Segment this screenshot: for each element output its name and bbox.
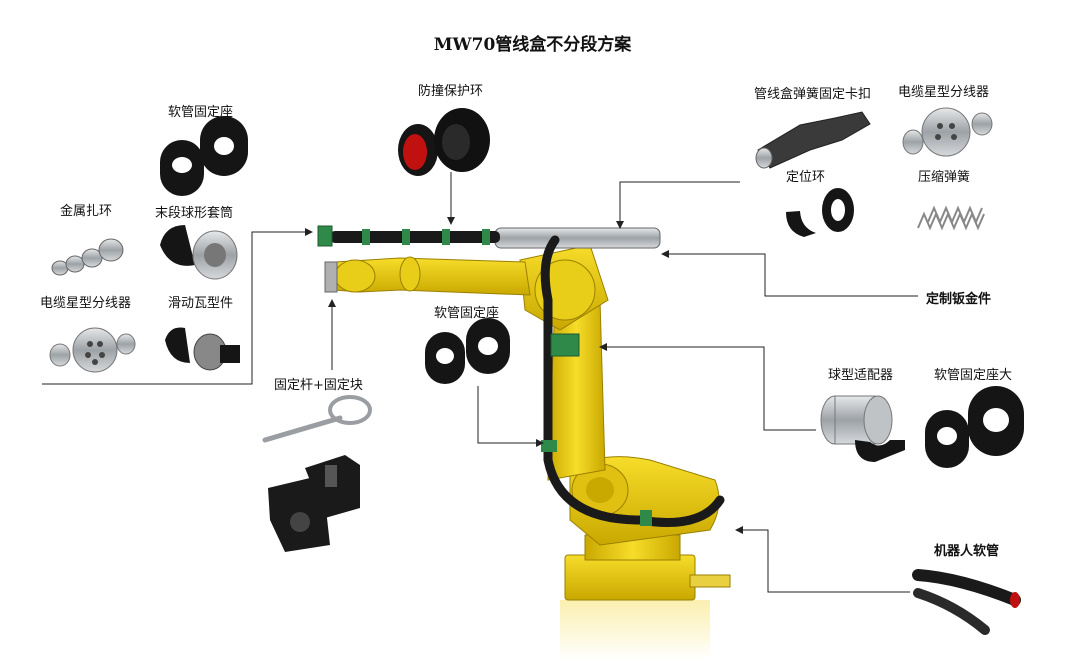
end-ball-sleeve-illustration	[160, 225, 238, 280]
label-soft-tube-seat-mid: 软管固定座	[434, 306, 500, 321]
ball-adapter-illustration	[820, 395, 905, 462]
robot-dress-hose	[540, 235, 725, 527]
cable-star-splitter-right-illustration	[902, 107, 993, 157]
label-soft-tube-seat-large: 软管固定座大	[934, 368, 1013, 383]
arrow-ball-adapter	[599, 343, 816, 431]
hose-box-spring-clip-illustration	[755, 111, 871, 169]
robot-base	[564, 554, 696, 601]
label-fixing-rod-block: 固定杆+固定块	[274, 378, 363, 393]
fixing-rod-block-illustration	[262, 395, 372, 552]
robot-reflection	[560, 600, 710, 660]
arrow-soft-tube-seat-mid	[477, 386, 544, 447]
compression-spring-illustration	[917, 205, 985, 231]
label-ball-adapter: 球型适配器	[828, 368, 894, 383]
label-hose-box-spring-clip: 管线盒弹簧固定卡扣	[754, 87, 872, 102]
anti-collision-ring-illustration	[398, 108, 490, 176]
metal-clamp-ring-illustration	[51, 238, 124, 276]
label-compression-spring: 压缩弹簧	[918, 170, 971, 185]
label-end-ball-sleeve: 末段球形套筒	[155, 206, 234, 221]
soft-tube-seat-large-illustration	[925, 386, 1024, 468]
label-metal-clamp-ring: 金属扎环	[60, 204, 113, 219]
label-positioning-ring: 定位环	[786, 170, 826, 185]
sliding-tile-illustration	[165, 327, 240, 371]
arrow-custom-sheet-metal	[661, 250, 918, 297]
robot-sheet-metal	[494, 227, 661, 249]
soft-tube-seat-top-illustration	[160, 116, 248, 196]
label-cable-star-splitter-left: 电缆星型分线器	[40, 296, 132, 311]
page-title: MW70管线盒不分段方案	[433, 35, 632, 55]
callout-lines	[42, 172, 918, 593]
label-cable-star-splitter-right: 电缆星型分线器	[898, 85, 990, 100]
label-custom-sheet-metal: 定制钣金件	[926, 292, 992, 307]
robot-hose-illustration	[912, 569, 1021, 635]
robot-top-hose	[330, 231, 500, 243]
label-sliding-tile: 滑动瓦型件	[168, 296, 234, 311]
arrow-left-group	[42, 228, 313, 385]
arrow-spring-clip	[616, 181, 740, 229]
arrow-robot-hose	[735, 526, 910, 593]
positioning-ring-illustration	[786, 188, 854, 237]
label-soft-tube-seat-top: 软管固定座	[168, 105, 234, 120]
robot-illustration	[317, 225, 731, 660]
robot-upper-arm	[334, 257, 531, 296]
soft-tube-seat-mid-illustration	[425, 318, 510, 384]
cable-star-splitter-left-illustration	[49, 327, 136, 373]
label-anti-collision-ring: 防撞保护环	[418, 84, 484, 99]
label-robot-hose: 机器人软管	[934, 544, 1000, 559]
